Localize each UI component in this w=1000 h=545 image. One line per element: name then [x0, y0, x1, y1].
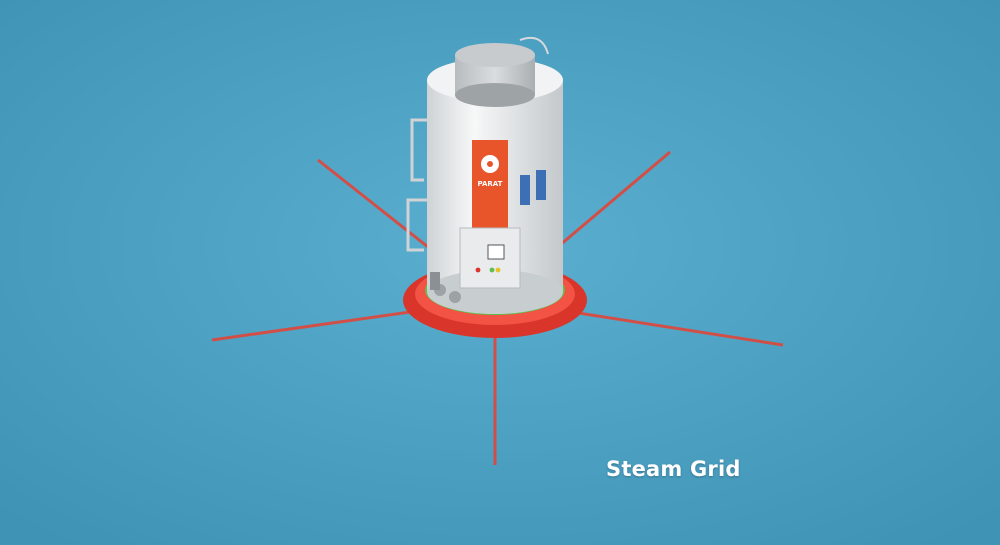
diagram-caption: Steam Grid — [606, 457, 741, 481]
brand-logo-text: PARAT — [478, 180, 503, 188]
boiler: PARAT — [403, 36, 587, 338]
